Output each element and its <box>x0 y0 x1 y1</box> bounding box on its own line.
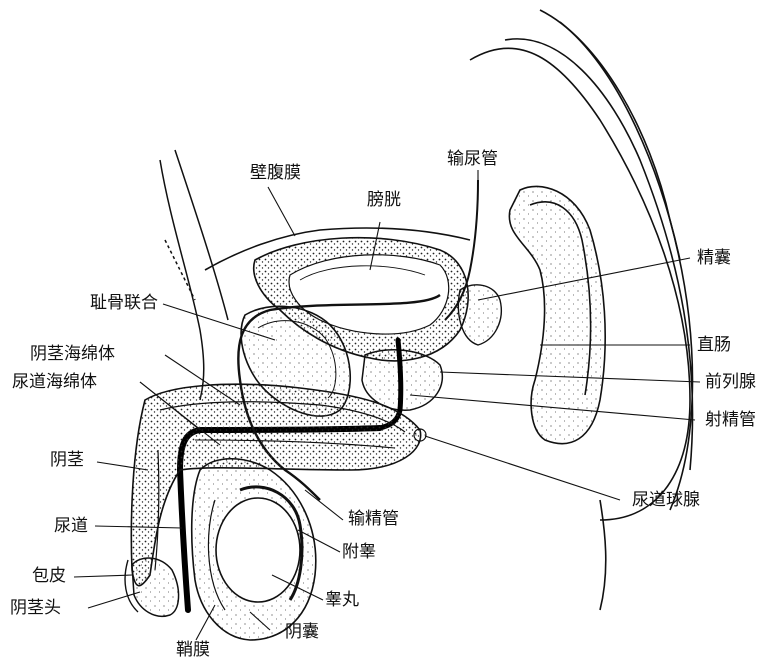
label-penis: 阴茎 <box>50 452 84 469</box>
label-ureter: 输尿管 <box>447 151 498 168</box>
label-scrotum: 阴囊 <box>285 624 319 641</box>
label-parietal-peritoneum: 壁腹膜 <box>250 165 301 182</box>
label-prostate: 前列腺 <box>705 374 756 391</box>
label-tunica-vaginalis: 鞘膜 <box>176 642 210 659</box>
label-pubic-symphysis: 耻骨联合 <box>90 295 158 312</box>
label-corpus-cavernosum: 阴茎海绵体 <box>30 346 115 363</box>
label-epididymis: 附睾 <box>342 544 376 561</box>
label-seminal-vesicle: 精囊 <box>697 250 731 267</box>
glans-penis <box>125 558 179 616</box>
seminal-vesicle <box>458 285 501 345</box>
abdominal-wall <box>160 150 228 400</box>
label-ejaculatory-duct: 射精管 <box>705 412 756 429</box>
label-vas-deferens: 输精管 <box>348 511 399 528</box>
bulbourethral-gland <box>414 429 426 441</box>
label-prepuce: 包皮 <box>32 568 66 585</box>
label-testis: 睾丸 <box>325 592 359 609</box>
label-bulbourethral-gland: 尿道球腺 <box>632 492 700 509</box>
label-bladder: 膀胱 <box>367 192 401 209</box>
label-glans-penis: 阴茎头 <box>10 600 61 617</box>
testis <box>216 498 300 602</box>
label-urethra: 尿道 <box>54 518 88 535</box>
label-corpus-spongiosum: 尿道海绵体 <box>12 374 97 391</box>
label-rectum: 直肠 <box>697 337 731 354</box>
